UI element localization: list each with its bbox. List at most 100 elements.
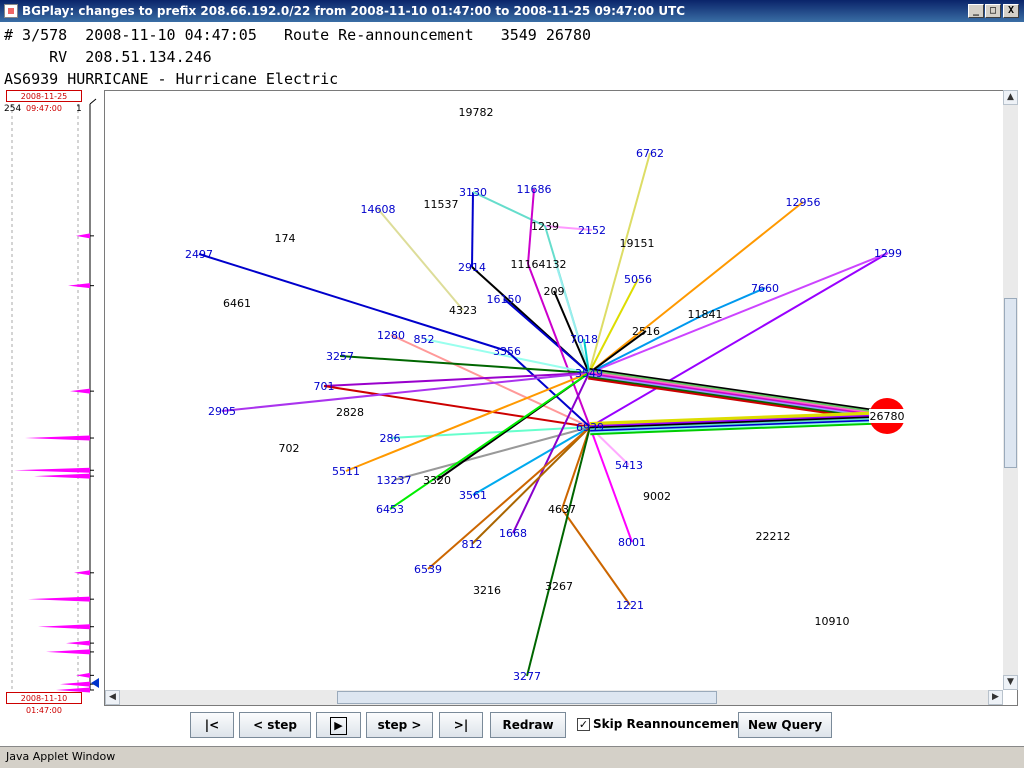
timeline-event-spike[interactable] — [76, 233, 90, 239]
as-node-812[interactable]: 812 — [462, 538, 483, 551]
as-node-852[interactable]: 852 — [414, 333, 435, 346]
as-node-5413[interactable]: 5413 — [615, 459, 643, 472]
as-node-6762[interactable]: 6762 — [636, 147, 664, 160]
skip-reannouncements-label[interactable]: Skip Reannouncements — [593, 717, 752, 731]
timeline-event-spike[interactable] — [70, 388, 90, 394]
as-node-3277[interactable]: 3277 — [513, 670, 541, 683]
timeline-event-spike[interactable] — [25, 435, 90, 441]
as-link-13237-6939 — [393, 426, 591, 481]
timeline-event-spike[interactable] — [56, 687, 90, 693]
as-node-16150[interactable]: 16150 — [487, 293, 522, 306]
timeline-event-spike[interactable] — [60, 681, 90, 687]
redraw-button[interactable]: Redraw — [490, 712, 566, 738]
as-node-6461[interactable]: 6461 — [223, 297, 251, 310]
as-link-8001-6939 — [589, 426, 633, 543]
as-node-4637[interactable]: 4637 — [548, 503, 576, 516]
as-node-1239[interactable]: 1239 — [531, 220, 559, 233]
play-button[interactable]: ▶ — [316, 712, 361, 738]
first-button[interactable]: |< — [190, 712, 234, 738]
as-node-3130[interactable]: 3130 — [459, 186, 487, 199]
scroll-left-icon[interactable]: ◀ — [105, 690, 120, 705]
as-node-19151[interactable]: 19151 — [620, 237, 655, 250]
step-back-button[interactable]: < step — [239, 712, 311, 738]
as-node-13237[interactable]: 13237 — [377, 474, 412, 487]
as-node-11164[interactable]: 11164 — [511, 258, 546, 271]
as-node-3257[interactable]: 3257 — [326, 350, 354, 363]
as-node-1299[interactable]: 1299 — [874, 247, 902, 260]
as-node-3320[interactable]: 3320 — [423, 474, 451, 487]
as-node-2152[interactable]: 2152 — [578, 224, 606, 237]
horizontal-scroll-thumb[interactable] — [337, 691, 717, 704]
timeline-event-spike[interactable] — [76, 672, 90, 678]
as-node-5056[interactable]: 5056 — [624, 273, 652, 286]
origin-as-label-band — [869, 409, 905, 423]
timeline-event-spike[interactable] — [28, 596, 90, 602]
timeline-event-spike[interactable] — [46, 649, 90, 655]
as-node-6453[interactable]: 6453 — [376, 503, 404, 516]
as-node-3267[interactable]: 3267 — [545, 580, 573, 593]
new-query-button[interactable]: New Query — [738, 712, 832, 738]
as-node-1280[interactable]: 1280 — [377, 329, 405, 342]
timeline-event-spike[interactable] — [66, 640, 90, 646]
close-button[interactable]: X — [1003, 4, 1019, 18]
as-node-1221[interactable]: 1221 — [616, 599, 644, 612]
as-node-1668[interactable]: 1668 — [499, 527, 527, 540]
as-node-174[interactable]: 174 — [275, 232, 296, 245]
origin-as-label[interactable]: 26780 — [870, 410, 905, 423]
timeline-event-spike[interactable] — [38, 624, 90, 630]
last-button[interactable]: >| — [439, 712, 483, 738]
scroll-up-icon[interactable]: ▲ — [1003, 90, 1018, 105]
step-forward-button[interactable]: step > — [366, 712, 433, 738]
as-node-11537[interactable]: 11537 — [424, 198, 459, 211]
as-node-6539[interactable]: 6539 — [414, 563, 442, 576]
as-node-5511[interactable]: 5511 — [332, 465, 360, 478]
timeline-end-label: 2008-11-25 09:47:00 — [6, 90, 82, 113]
as-node-7018[interactable]: 7018 — [570, 333, 598, 346]
as-node-19782[interactable]: 19782 — [459, 106, 494, 119]
as-node-8001[interactable]: 8001 — [618, 536, 646, 549]
as-node-702[interactable]: 702 — [279, 442, 300, 455]
scroll-down-icon[interactable]: ▼ — [1003, 675, 1018, 690]
as-link-3549-26780 — [589, 368, 888, 414]
timeline-event-spike[interactable] — [68, 283, 90, 289]
timeline-event-spike[interactable] — [14, 467, 90, 473]
as-link-3549-26780 — [588, 375, 887, 421]
as-node-10910[interactable]: 10910 — [815, 615, 850, 628]
timeline-panel[interactable]: 2008-11-25 09:47:00 254 1 2008-11-10 01:… — [4, 90, 102, 715]
as-node-2905[interactable]: 2905 — [208, 405, 236, 418]
as-node-9002[interactable]: 9002 — [643, 490, 671, 503]
timeline-event-spike[interactable] — [34, 473, 90, 479]
as-node-2828[interactable]: 2828 — [336, 406, 364, 419]
skip-reannouncements-checkbox[interactable]: ✓ — [577, 718, 590, 731]
as-link-1280-6939 — [390, 334, 591, 428]
as-node-3216[interactable]: 3216 — [473, 584, 501, 597]
as-node-3561[interactable]: 3561 — [459, 489, 487, 502]
timeline-event-spike[interactable] — [74, 570, 90, 576]
as-node-12956[interactable]: 12956 — [786, 196, 821, 209]
as-node-286[interactable]: 286 — [380, 432, 401, 445]
as-node-2914[interactable]: 2914 — [458, 261, 486, 274]
as-node-2497[interactable]: 2497 — [185, 248, 213, 261]
as-node-11686[interactable]: 11686 — [517, 183, 552, 196]
vertical-scroll-thumb[interactable] — [1004, 298, 1017, 468]
as-node-11841[interactable]: 11841 — [688, 308, 723, 321]
scroll-right-icon[interactable]: ▶ — [988, 690, 1003, 705]
as-node-6939[interactable]: 6939 — [576, 421, 604, 434]
as-description-line: AS6939 HURRICANE - Hurricane Electric — [4, 70, 339, 88]
timeline-cursor-marker[interactable] — [91, 678, 99, 688]
as-node-701[interactable]: 701 — [314, 380, 335, 393]
as-node-7660[interactable]: 7660 — [751, 282, 779, 295]
as-node-22212[interactable]: 22212 — [756, 530, 791, 543]
as-node-132[interactable]: 132 — [546, 258, 567, 271]
as-node-14608[interactable]: 14608 — [361, 203, 396, 216]
as-node-4323[interactable]: 4323 — [449, 304, 477, 317]
as-node-209[interactable]: 209 — [544, 285, 565, 298]
as-node-3356[interactable]: 3356 — [493, 345, 521, 358]
as-node-3549[interactable]: 3549 — [575, 367, 603, 380]
as-node-2516[interactable]: 2516 — [632, 325, 660, 338]
minimize-button[interactable]: _ — [968, 4, 984, 18]
as-link-852-3549 — [423, 338, 590, 374]
maximize-button[interactable]: □ — [985, 4, 1001, 18]
